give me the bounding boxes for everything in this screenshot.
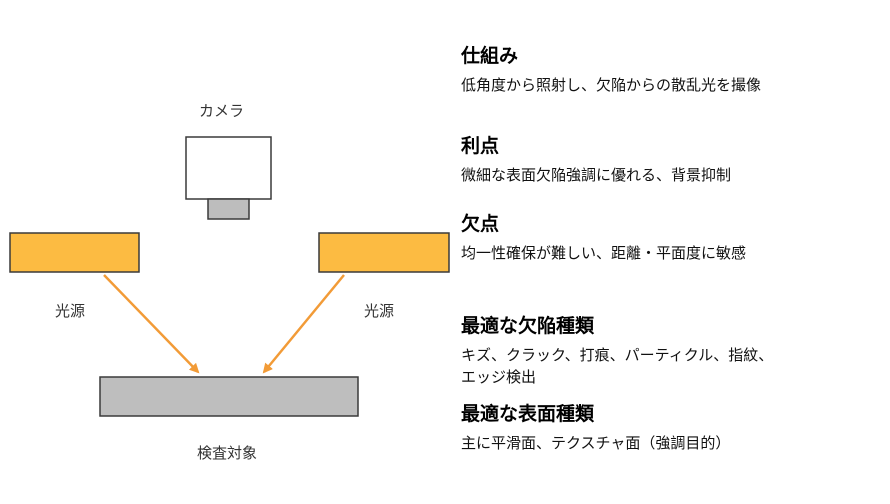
light-ray-left — [103, 274, 200, 374]
section-body: キズ、クラック、打痕、パーティクル、指紋、 エッジ検出 — [461, 344, 773, 388]
inspection-target — [99, 376, 359, 417]
section-body-line: キズ、クラック、打痕、パーティクル、指紋、 — [461, 346, 774, 364]
light-source-right — [318, 232, 450, 273]
section-heading: 利点 — [461, 135, 500, 157]
light-right-label: 光源 — [364, 302, 395, 320]
section-disadvantages: 欠点 均一性確保が難しい、距離・平面度に敏感 — [461, 212, 746, 264]
section-heading: 仕組み — [461, 45, 519, 67]
light-left-label: 光源 — [55, 302, 86, 320]
diagram-canvas — [9, 136, 450, 417]
section-mechanism: 仕組み 低角度から照射し、欠陥からの散乱光を撮像 — [461, 44, 761, 96]
light-ray-right — [262, 274, 345, 374]
section-body: 主に平滑面、テクスチャ面（強調目的） — [461, 434, 731, 452]
camera-body — [185, 136, 272, 200]
section-body: 均一性確保が難しい、距離・平面度に敏感 — [461, 244, 747, 262]
section-heading: 欠点 — [461, 213, 500, 235]
camera-label: カメラ — [199, 102, 245, 120]
camera-lens — [207, 198, 250, 220]
section-surface-types: 最適な表面種類 主に平滑面、テクスチャ面（強調目的） — [461, 402, 730, 454]
section-body-line: エッジ検出 — [461, 368, 537, 386]
target-label: 検査対象 — [197, 444, 258, 462]
section-advantages: 利点 微細な表面欠陥強調に優れる、背景抑制 — [461, 134, 731, 186]
section-body: 低角度から照射し、欠陥からの散乱光を撮像 — [461, 76, 762, 94]
section-body: 微細な表面欠陥強調に優れる、背景抑制 — [461, 166, 732, 184]
section-heading: 最適な欠陥種類 — [461, 315, 595, 337]
info-panel: 仕組み 低角度から照射し、欠陥からの散乱光を撮像 利点 微細な表面欠陥強調に優れ… — [461, 0, 890, 500]
lighting-diagram: カメラ 光源 光源 検査対象 — [9, 102, 450, 462]
section-defect-types: 最適な欠陥種類 キズ、クラック、打痕、パーティクル、指紋、 エッジ検出 — [461, 314, 773, 388]
light-source-left — [9, 232, 140, 273]
section-heading: 最適な表面種類 — [461, 403, 595, 425]
